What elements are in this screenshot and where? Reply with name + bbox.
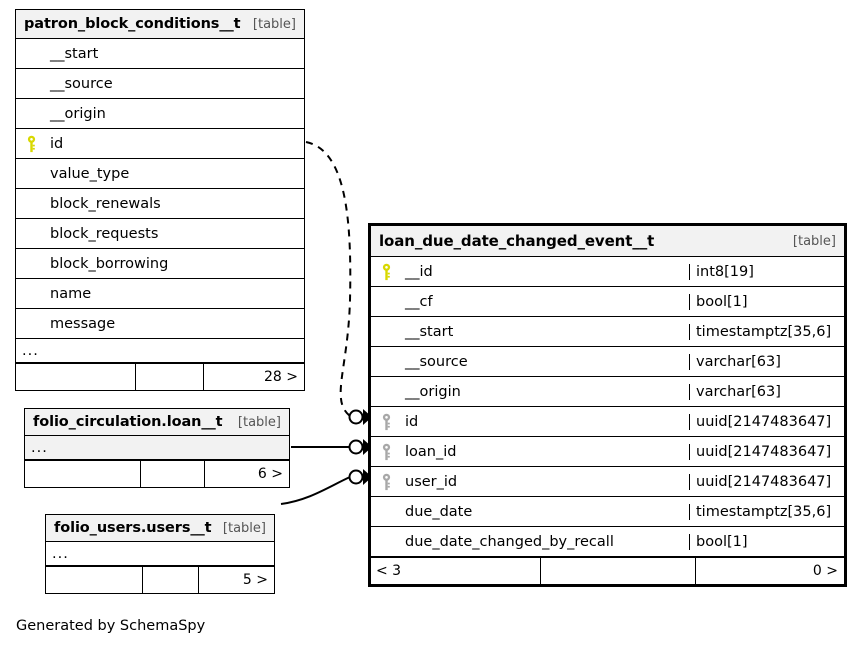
entity-title: folio_circulation.loan__t [33,414,223,430]
column-name: block_renewals [50,195,161,212]
column-name: __source [405,353,468,370]
entity-folio-users-users-t[interactable]: folio_users.users__t [table] ... 5 > [45,514,275,594]
column-row[interactable]: user_id uuid[2147483647] [371,467,844,497]
column-name: __start [50,45,99,62]
column-type: varchar[63] [689,383,844,400]
key-icon-foreign [382,413,391,430]
column-row[interactable]: __origin varchar[63] [371,377,844,407]
column-name: block_borrowing [50,255,169,272]
key-icon-foreign [382,473,391,490]
column-name: block_requests [50,225,159,242]
column-name: __source [50,75,113,92]
column-type: timestamptz[35,6] [689,503,844,520]
footer-left[interactable] [25,461,141,487]
column-row[interactable]: loan_id uuid[2147483647] [371,437,844,467]
footer-middle [143,567,199,593]
footer-left[interactable] [46,567,143,593]
column-row[interactable]: id uuid[2147483647] [371,407,844,437]
column-type: bool[1] [689,533,844,550]
more-columns-row[interactable]: ... [25,436,289,460]
column-row[interactable]: name [16,279,304,309]
more-columns-label: ... [31,439,48,456]
column-name: message [50,315,116,332]
column-row[interactable]: id [16,129,304,159]
column-type: bool[1] [689,293,844,310]
column-name: __origin [50,105,106,122]
entity-footer: < 3 0 > [371,557,844,584]
footer-left[interactable]: < 3 [371,558,541,584]
entity-header: folio_circulation.loan__t [table] [25,409,289,436]
footer-left[interactable] [16,364,136,390]
more-columns-row[interactable]: ... [16,339,304,363]
column-row[interactable]: due_date_changed_by_recall bool[1] [371,527,844,557]
footer-right[interactable]: 0 > [812,563,838,579]
entity-folio-circulation-loan-t[interactable]: folio_circulation.loan__t [table] ... 6 … [24,408,290,488]
entity-type-tag: [table] [252,16,296,32]
column-name: loan_id [405,443,457,460]
column-type: varchar[63] [689,353,844,370]
column-row[interactable]: block_borrowing [16,249,304,279]
footer-middle [541,558,696,584]
column-row[interactable]: block_renewals [16,189,304,219]
column-row[interactable]: __id int8[19] [371,257,844,287]
column-row[interactable]: __cf bool[1] [371,287,844,317]
column-type: uuid[2147483647] [689,443,844,460]
footer-middle [141,461,205,487]
footer-right[interactable]: 28 > [264,369,298,385]
more-columns-row[interactable]: ... [46,542,274,566]
column-type: uuid[2147483647] [689,413,844,430]
entity-loan-due-date-changed-event-t[interactable]: loan_due_date_changed_event__t [table] _… [368,223,847,587]
column-row[interactable]: __source [16,69,304,99]
entity-title: loan_due_date_changed_event__t [379,232,655,250]
key-icon-foreign [382,443,391,460]
column-name: value_type [50,165,130,182]
entity-footer: 28 > [16,363,304,390]
column-name: id [50,135,64,152]
footer-right[interactable]: 6 > [257,466,283,482]
column-row[interactable]: __start [16,39,304,69]
column-name: name [50,285,92,302]
column-name: __cf [405,293,433,310]
column-row[interactable]: value_type [16,159,304,189]
column-name: __origin [405,383,461,400]
footer-middle [136,364,204,390]
column-name: id [405,413,419,430]
column-row[interactable]: block_requests [16,219,304,249]
column-type: int8[19] [689,263,844,280]
entity-footer: 6 > [25,460,289,487]
column-name: __id [405,263,433,280]
relationship-line-dashed [305,141,352,417]
entity-header: folio_users.users__t [table] [46,515,274,542]
key-icon-primary [382,263,391,280]
key-icon-primary [27,135,36,152]
column-row[interactable]: __source varchar[63] [371,347,844,377]
column-name: __start [405,323,454,340]
column-type: timestamptz[35,6] [689,323,844,340]
generated-by-caption: Generated by SchemaSpy [16,618,206,634]
relationship-line-users [280,476,351,505]
column-row[interactable]: __start timestamptz[35,6] [371,317,844,347]
column-row[interactable]: message [16,309,304,339]
entity-type-tag: [table] [222,520,266,536]
more-columns-label: ... [52,545,69,562]
column-name: user_id [405,473,458,490]
entity-header: loan_due_date_changed_event__t [table] [371,226,844,257]
more-columns-label: ... [22,342,39,359]
entity-header: patron_block_conditions__t [table] [16,10,304,39]
entity-title: folio_users.users__t [54,520,212,536]
entity-title: patron_block_conditions__t [24,16,241,32]
entity-footer: 5 > [46,566,274,593]
footer-right[interactable]: 5 > [242,572,268,588]
column-row[interactable]: due_date timestamptz[35,6] [371,497,844,527]
entity-type-tag: [table] [237,414,281,430]
entity-patron-block-conditions-t[interactable]: patron_block_conditions__t [table] __sta… [15,9,305,391]
column-type: uuid[2147483647] [689,473,844,490]
column-name: due_date_changed_by_recall [405,533,614,550]
entity-type-tag: [table] [792,233,836,249]
column-name: due_date [405,503,473,520]
column-row[interactable]: __origin [16,99,304,129]
